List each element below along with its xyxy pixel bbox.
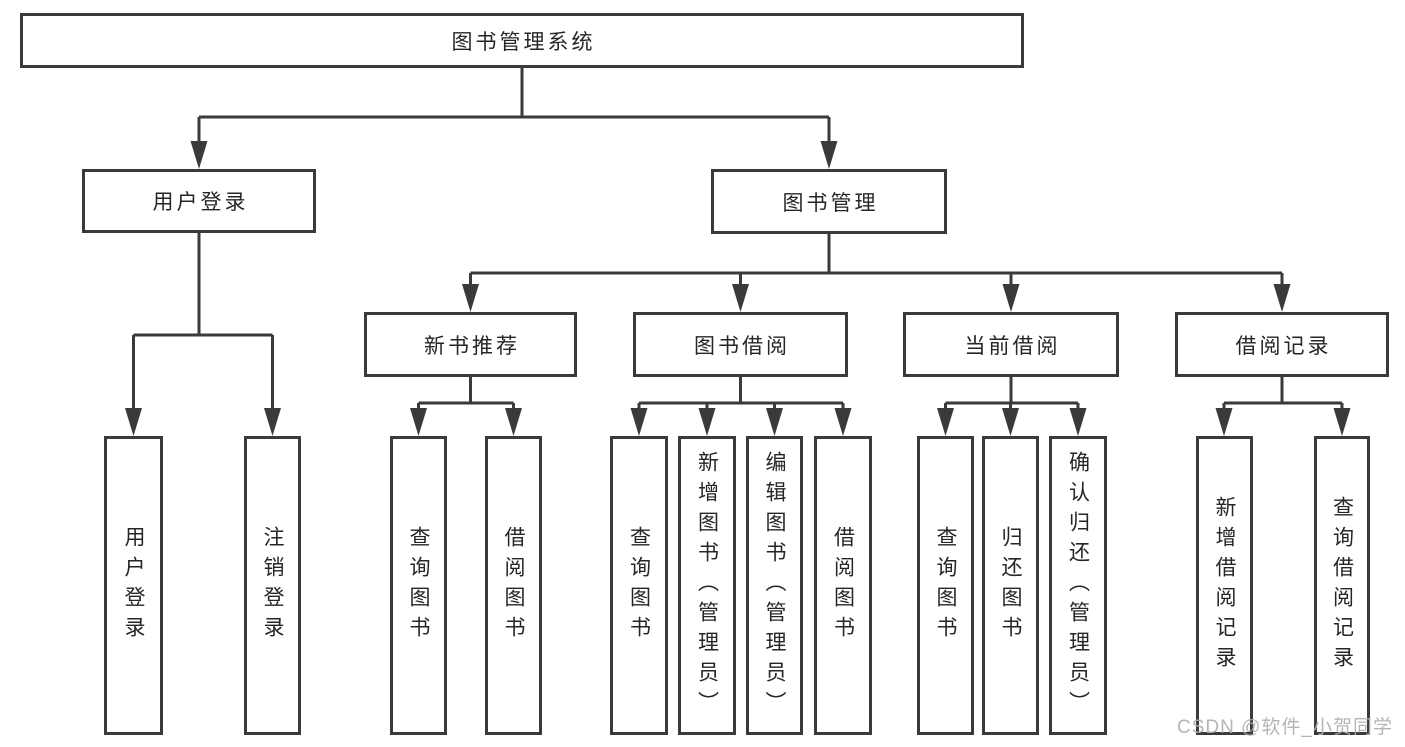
leaf-records-add-record: 新增借阅记录 xyxy=(1196,436,1253,735)
leaf-records-query-record: 查询借阅记录 xyxy=(1314,436,1370,735)
node-new-book-recommend-label: 新书推荐 xyxy=(424,334,520,358)
leaf-borrow-query-books: 查询图书 xyxy=(610,436,668,735)
leaf-logout-label: 注销登录 xyxy=(261,525,284,646)
leaf-records-query-record-label: 查询借阅记录 xyxy=(1330,495,1354,676)
node-current-borrowing: 当前借阅 xyxy=(903,312,1119,377)
leaf-current-confirm-return-admin-label: 确认归还（管理员） xyxy=(1066,450,1090,721)
node-borrowing-records-label: 借阅记录 xyxy=(1235,334,1332,358)
csdn-watermark: CSDN @软件_小贺同学 xyxy=(1177,717,1393,738)
leaf-borrow-edit-books-admin: 编辑图书（管理员） xyxy=(746,436,803,735)
node-root-library-system: 图书管理系统 xyxy=(20,13,1024,68)
leaf-recommend-query-books-label: 查询图书 xyxy=(407,525,430,646)
leaf-borrow-add-books-admin: 新增图书（管理员） xyxy=(678,436,736,735)
leaf-records-add-record-label: 新增借阅记录 xyxy=(1213,495,1236,676)
leaf-current-confirm-return-admin: 确认归还（管理员） xyxy=(1049,436,1107,735)
leaf-borrow-add-books-admin-label: 新增图书（管理员） xyxy=(695,450,719,721)
leaf-logout: 注销登录 xyxy=(244,436,301,735)
node-book-borrowing: 图书借阅 xyxy=(633,312,848,377)
leaf-current-query-books: 查询图书 xyxy=(917,436,974,735)
leaf-current-query-books-label: 查询图书 xyxy=(934,525,957,646)
node-book-management: 图书管理 xyxy=(711,169,947,234)
node-user-login: 用户登录 xyxy=(82,169,316,233)
leaf-recommend-query-books: 查询图书 xyxy=(390,436,447,735)
node-root-label: 图书管理系统 xyxy=(451,30,596,54)
node-book-management-label: 图书管理 xyxy=(782,191,879,215)
node-book-borrowing-label: 图书借阅 xyxy=(694,334,790,358)
leaf-recommend-borrow-books-label: 借阅图书 xyxy=(502,525,525,646)
leaf-borrow-edit-books-admin-label: 编辑图书（管理员） xyxy=(763,450,786,721)
leaf-current-return-books: 归还图书 xyxy=(982,436,1039,735)
node-current-borrowing-label: 当前借阅 xyxy=(964,334,1061,358)
node-borrowing-records: 借阅记录 xyxy=(1175,312,1389,377)
node-new-book-recommend: 新书推荐 xyxy=(364,312,577,377)
node-user-login-label: 用户登录 xyxy=(152,191,249,214)
leaf-recommend-borrow-books: 借阅图书 xyxy=(485,436,542,735)
leaf-borrow-query-books-label: 查询图书 xyxy=(627,525,651,646)
leaf-user-login: 用户登录 xyxy=(104,436,163,735)
leaf-borrow-borrow-books: 借阅图书 xyxy=(814,436,872,735)
leaf-user-login-label: 用户登录 xyxy=(122,525,145,646)
leaf-borrow-borrow-books-label: 借阅图书 xyxy=(831,525,855,646)
leaf-current-return-books-label: 归还图书 xyxy=(999,525,1022,646)
